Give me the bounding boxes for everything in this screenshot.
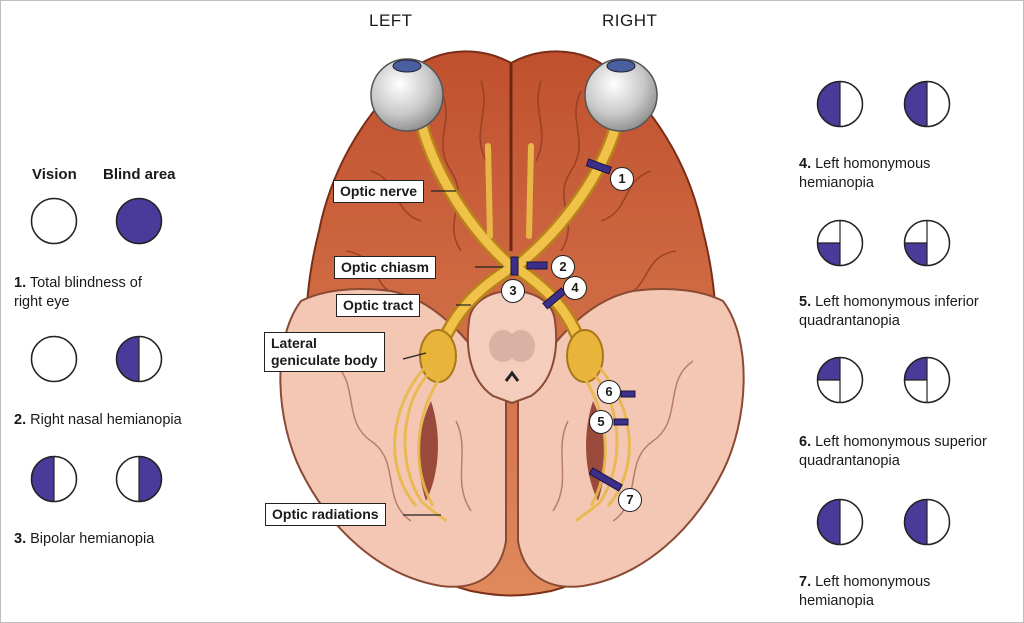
lesion-badge-3: 3	[501, 279, 525, 303]
field-disc-6-right	[903, 356, 951, 404]
field-disc-1-left	[30, 197, 78, 245]
leader-lines	[402, 190, 503, 516]
blind-area-fill	[904, 243, 927, 266]
left-eye-globe	[370, 58, 444, 132]
field-disc-3-right	[115, 455, 163, 503]
field-disc-2-left	[30, 335, 78, 383]
field-disc-1-right	[115, 197, 163, 245]
blind-area-fill	[817, 357, 840, 380]
lesion-badge-4: 4	[563, 276, 587, 300]
right-lgb	[566, 329, 604, 383]
lesion-badge-7: 7	[618, 488, 642, 512]
blind-area-fill	[904, 81, 927, 127]
blind-area-fill	[31, 456, 54, 502]
blind-area-fill	[904, 357, 927, 380]
field-disc-4-right	[903, 80, 951, 128]
lesion-badge-1: 1	[610, 167, 634, 191]
item-2-caption: 2. Right nasal hemianopia	[14, 412, 182, 428]
olfactory-tracts	[485, 143, 534, 239]
optic-tract-label: Optic tract	[336, 294, 421, 317]
blind-area-fill	[116, 198, 162, 244]
optic-radiations-label: Optic radiations	[265, 503, 386, 526]
field-disc-2-right	[115, 335, 163, 383]
field-disc-5-left	[816, 219, 864, 267]
field-disc-7-right	[903, 498, 951, 546]
blind-area-fill	[139, 456, 162, 502]
right-orientation-label: RIGHT	[602, 11, 658, 30]
blind-area-fill	[116, 336, 139, 382]
left-lgb	[419, 329, 457, 383]
field-disc-4-left	[816, 80, 864, 128]
field-disc-3-left	[30, 455, 78, 503]
blind-area-fill	[817, 243, 840, 266]
right-eye-globe	[584, 58, 658, 132]
field-disc-7-left	[816, 498, 864, 546]
left-ventricle	[419, 401, 438, 501]
field-disc-5-right	[903, 219, 951, 267]
optic-nerve-label: Optic nerve	[333, 180, 425, 203]
vision-header: Vision	[32, 166, 77, 183]
blind-area-fill	[817, 81, 840, 127]
left-orientation-label: LEFT	[369, 11, 413, 30]
lesion-badge-2: 2	[551, 255, 575, 279]
lesion-badge-5: 5	[589, 410, 613, 434]
blind-area-header: Blind area	[103, 166, 176, 183]
lesion-badge-6: 6	[597, 380, 621, 404]
lesion-bars	[510, 158, 636, 492]
blind-area-fill	[817, 499, 840, 545]
optic-chiasm-label: Optic chiasm	[334, 256, 436, 279]
field-disc-6-left	[816, 356, 864, 404]
item-3-caption: 3. Bipolar hemianopia	[14, 531, 155, 547]
blind-area-fill	[904, 499, 927, 545]
